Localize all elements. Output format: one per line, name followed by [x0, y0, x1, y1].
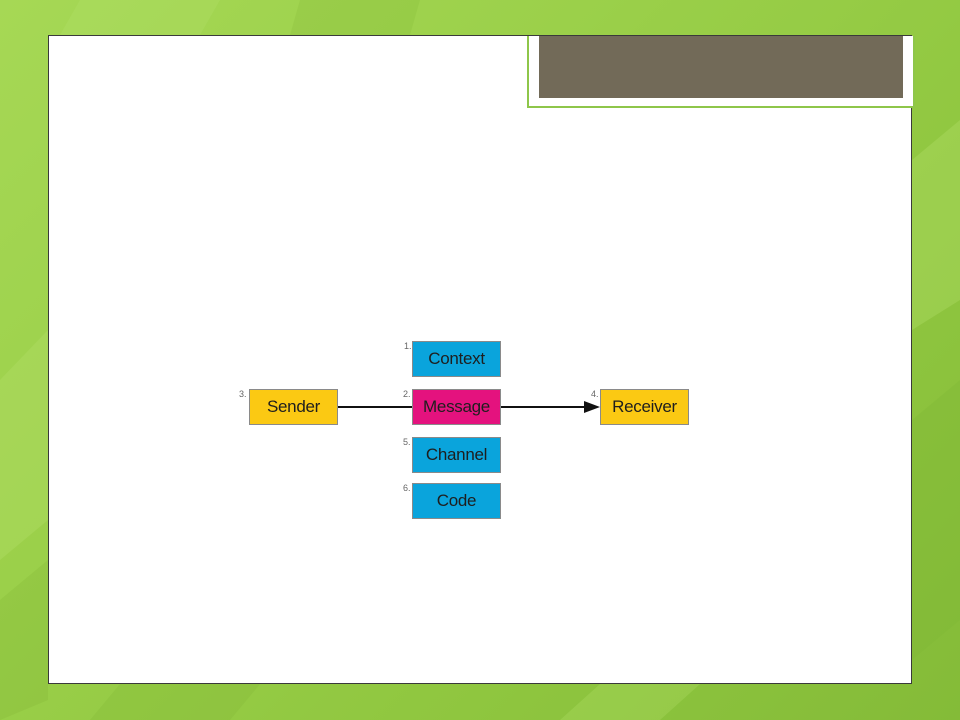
context-label: Context: [428, 349, 485, 368]
context-box: Context: [412, 341, 501, 377]
code-label: Code: [436, 491, 477, 510]
message-number: 2.: [403, 389, 411, 399]
receiver-label: Receiver: [612, 397, 677, 416]
sender-label: Sender: [266, 397, 321, 416]
sender-number: 3.: [239, 389, 247, 399]
channel-label: Channel: [425, 445, 488, 464]
code-box: Code: [412, 483, 501, 519]
arrowhead-receiver: [584, 401, 600, 413]
channel-number: 5.: [403, 437, 411, 447]
code-number: 6.: [403, 483, 411, 493]
receiver-number: 4.: [591, 389, 599, 399]
message-label: Message: [423, 397, 490, 416]
channel-box: Channel: [412, 437, 501, 473]
receiver-box: Receiver: [600, 389, 689, 425]
message-box: Message: [412, 389, 501, 425]
context-number: 1.: [404, 341, 412, 351]
sender-box: Sender: [249, 389, 338, 425]
title-placeholder: [527, 36, 915, 108]
title-bar: [539, 36, 903, 98]
